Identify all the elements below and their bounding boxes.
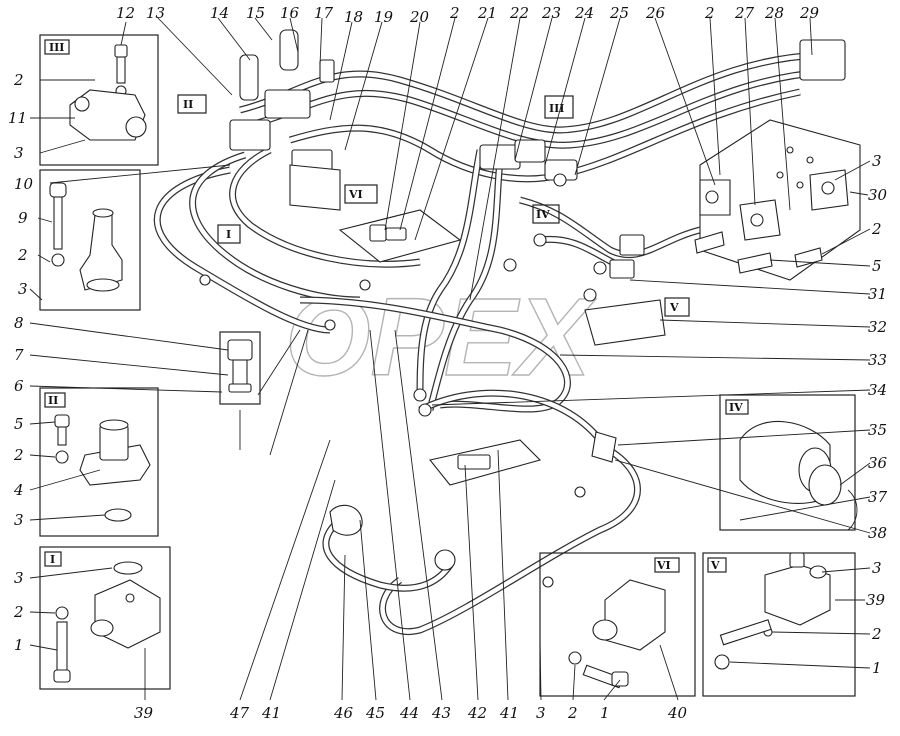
callout-label: 15 bbox=[246, 4, 265, 22]
main-pipe-assembly bbox=[153, 29, 846, 636]
callout-label: 2 bbox=[17, 246, 28, 264]
inset-III: III bbox=[39, 34, 159, 166]
callout-label: 43 bbox=[431, 704, 451, 722]
inset-VI: VI bbox=[539, 552, 696, 697]
inset-bolt bbox=[219, 331, 261, 405]
inset-V: V bbox=[702, 552, 856, 697]
callout-label: 27 bbox=[734, 4, 755, 22]
callout-label: 39 bbox=[134, 704, 154, 722]
callout-label: 14 bbox=[210, 4, 229, 22]
callout-label: 29 bbox=[799, 4, 820, 22]
callout-label: 36 bbox=[868, 454, 888, 472]
callout-labels-right: 3 30 2 5 31 32 33 34 35 36 37 38 3 39 2 … bbox=[866, 152, 888, 677]
callout-label: 41 bbox=[499, 704, 519, 722]
callout-label: 2 bbox=[704, 4, 715, 22]
callout-label: 1 bbox=[872, 659, 882, 677]
callout-label: 34 bbox=[868, 381, 887, 399]
inset-II: II bbox=[39, 387, 159, 537]
callout-label: 39 bbox=[866, 591, 886, 609]
callout-label: 45 bbox=[365, 704, 385, 722]
svg-text:III: III bbox=[49, 41, 64, 54]
callout-labels-bottom: 39 47 41 46 45 44 43 42 41 3 2 1 40 bbox=[134, 704, 688, 722]
callout-label: 2 bbox=[871, 625, 882, 643]
callout-label: 3 bbox=[14, 511, 24, 529]
callout-label: 3 bbox=[14, 569, 24, 587]
callout-label: 22 bbox=[509, 4, 529, 22]
callout-label: 3 bbox=[872, 152, 882, 170]
svg-text:VI: VI bbox=[656, 559, 671, 572]
callout-label: 20 bbox=[409, 8, 430, 26]
svg-text:III: III bbox=[549, 102, 564, 115]
callout-labels-top: 12 13 14 15 16 17 18 19 20 2 21 22 23 24… bbox=[116, 4, 820, 26]
callout-label: 8 bbox=[14, 314, 24, 332]
svg-text:IV: IV bbox=[729, 401, 743, 414]
callout-label: 3 bbox=[14, 144, 24, 162]
callout-label: 41 bbox=[261, 704, 281, 722]
callout-labels-left: 2 11 3 10 9 2 3 8 7 6 5 2 4 3 3 2 1 bbox=[8, 71, 34, 654]
svg-text:V: V bbox=[669, 301, 679, 314]
callout-label: 11 bbox=[8, 109, 27, 127]
callout-label: 12 bbox=[116, 4, 135, 22]
callout-label: 4 bbox=[13, 481, 24, 499]
callout-label: 28 bbox=[764, 4, 784, 22]
callout-label: 40 bbox=[667, 704, 688, 722]
roman-flags: II I VI III IV V bbox=[177, 94, 690, 317]
callout-label: 23 bbox=[541, 4, 561, 22]
callout-label: 19 bbox=[374, 8, 394, 26]
callout-label: 10 bbox=[14, 175, 34, 193]
callout-label: 37 bbox=[868, 488, 888, 506]
callout-label: 5 bbox=[14, 415, 24, 433]
callout-label: 46 bbox=[333, 704, 354, 722]
callout-label: 44 bbox=[399, 704, 419, 722]
callout-label: 33 bbox=[868, 351, 887, 369]
svg-text:I: I bbox=[50, 553, 55, 566]
callout-label: 47 bbox=[229, 704, 250, 722]
callout-label: 2 bbox=[871, 220, 882, 238]
inset-IV: IV bbox=[719, 394, 858, 531]
callout-label: 3 bbox=[536, 704, 546, 722]
callout-label: 5 bbox=[872, 257, 882, 275]
callout-label: 30 bbox=[868, 186, 888, 204]
callout-label: 7 bbox=[14, 346, 24, 364]
svg-text:II: II bbox=[48, 394, 58, 407]
callout-label: 38 bbox=[868, 524, 887, 542]
callout-label: 3 bbox=[18, 280, 28, 298]
leader-lines bbox=[29, 17, 871, 701]
callout-label: 24 bbox=[574, 4, 594, 22]
svg-text:V: V bbox=[710, 559, 720, 572]
callout-label: 1 bbox=[14, 636, 24, 654]
callout-label: 42 bbox=[467, 704, 487, 722]
callout-label: 31 bbox=[868, 285, 887, 303]
svg-text:VI: VI bbox=[348, 188, 363, 201]
callout-label: 2 bbox=[567, 704, 578, 722]
callout-label: 2 bbox=[13, 446, 24, 464]
svg-text:I: I bbox=[226, 228, 231, 241]
callout-label: 26 bbox=[645, 4, 666, 22]
callout-label: 1 bbox=[600, 704, 610, 722]
callout-label: 17 bbox=[314, 4, 334, 22]
callout-label: 2 bbox=[13, 603, 24, 621]
callout-label: 25 bbox=[609, 4, 629, 22]
callout-label: 35 bbox=[868, 421, 887, 439]
callout-label: 2 bbox=[13, 71, 24, 89]
callout-label: 6 bbox=[14, 377, 24, 395]
callout-label: 13 bbox=[146, 4, 165, 22]
svg-text:IV: IV bbox=[536, 208, 550, 221]
callout-label: 32 bbox=[868, 318, 887, 336]
callout-label: 16 bbox=[280, 4, 300, 22]
svg-text:II: II bbox=[183, 98, 193, 111]
manifold-block bbox=[694, 119, 861, 281]
callout-label: 18 bbox=[344, 8, 363, 26]
callout-label: 9 bbox=[18, 209, 28, 227]
inset-I: I bbox=[39, 546, 171, 690]
callout-label: 2 bbox=[449, 4, 460, 22]
callout-label: 21 bbox=[477, 4, 497, 22]
callout-label: 3 bbox=[872, 559, 882, 577]
inset-fitting bbox=[39, 169, 141, 311]
